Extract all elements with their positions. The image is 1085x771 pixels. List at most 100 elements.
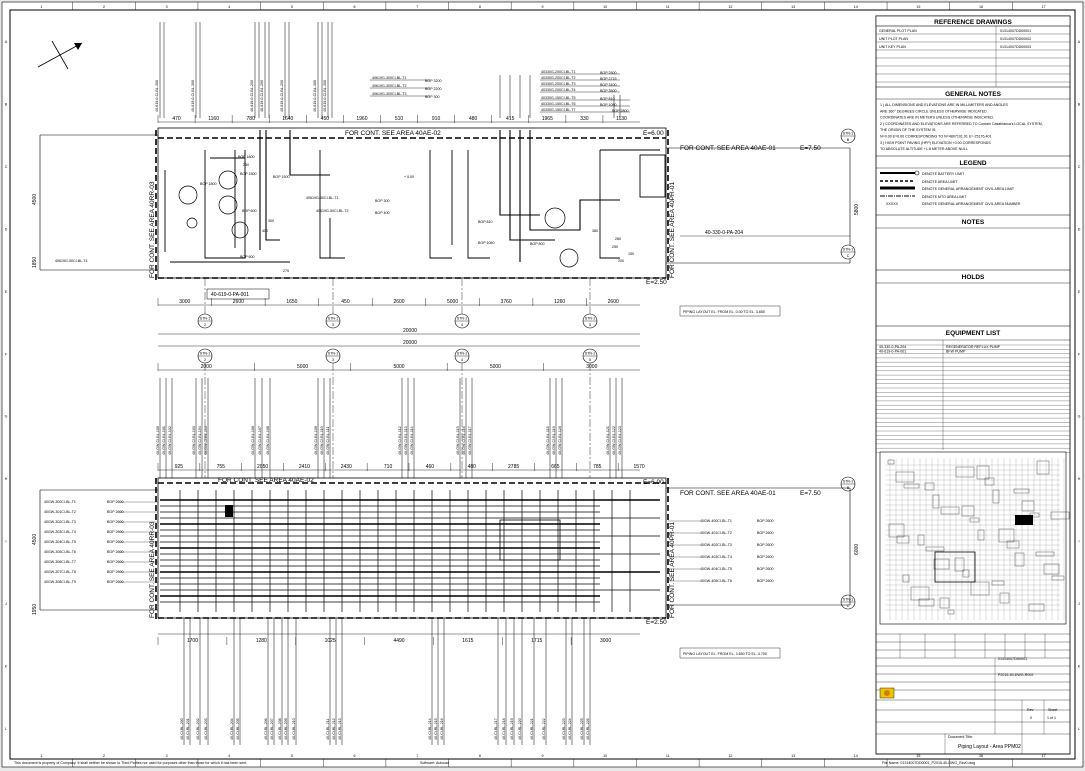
- svg-text:40619G-300CI-BL-T2: 40619G-300CI-BL-T2: [372, 84, 407, 88]
- bop-tag: BOP 400: [375, 211, 390, 215]
- bop-tag: BOP 2600: [757, 567, 774, 571]
- layout-note-bottom: PIPING LAYOUT EL. FROM EL. 3.650 TO EL. …: [683, 652, 767, 656]
- svg-text:5: 5: [589, 323, 591, 327]
- elev-bottom-bottom: E=2.50: [646, 619, 667, 626]
- column-index: 15: [916, 5, 920, 9]
- row-index: E: [5, 290, 8, 294]
- dimension-label: 1615: [462, 638, 473, 644]
- key-plan-thumbnail: [879, 451, 1070, 625]
- svg-text:2: 2: [204, 358, 206, 362]
- column-index: 3: [166, 5, 168, 9]
- line-tag: 40GW-305CI-BL-T6: [44, 550, 76, 554]
- dimension-label: 1700: [187, 638, 198, 644]
- gridline-bubble: STN-15: [582, 313, 598, 329]
- column-index: 10: [603, 5, 607, 9]
- line-tag: 40GW-301CI-BL-T2: [44, 510, 76, 514]
- svg-text:C: C: [847, 604, 850, 608]
- bop-tag: BOP 1500: [240, 172, 257, 176]
- svg-text:40330G-150CI-BL-T7: 40330G-150CI-BL-T7: [541, 108, 576, 112]
- svg-text:4: 4: [461, 323, 463, 327]
- row-index: D: [1078, 227, 1081, 231]
- general-note-line: COORDINATES ARE IN METERS UNLESS OTHERWI…: [880, 116, 994, 120]
- column-index: 8: [479, 5, 481, 9]
- pipe-label: 40-CI-BL-211: [326, 719, 330, 740]
- bop-tag: BOP 300: [375, 199, 390, 203]
- svg-text:STN-1: STN-1: [457, 317, 467, 321]
- svg-text:BOP 1500: BOP 1500: [273, 175, 290, 179]
- bop-tag: BOP 800: [530, 242, 545, 246]
- cont-note-left: FOR CONT. SEE AREA 40AE-02: [345, 130, 441, 137]
- ref-name: UNIT KEY PLAN: [879, 45, 906, 49]
- gridline-bubble: STN-13: [325, 313, 341, 329]
- svg-text:40-619-0-CI-BL-300: 40-619-0-CI-BL-300: [191, 80, 195, 112]
- row-index: L: [1078, 727, 1080, 731]
- legend-item: DENOTE GENERAL ARRANGEMENT CIVIL AREA NU…: [922, 202, 1021, 206]
- pipe-label: 40-CI-BL-215: [434, 718, 438, 740]
- dimension-label: 280: [615, 237, 621, 241]
- doc-title-label: Document Title:: [948, 735, 973, 739]
- bop-tag: BOP 2600: [107, 530, 124, 534]
- line-tag: 40GW-403CI-BL-T4: [700, 555, 732, 559]
- gridline-bubble: STN-1C: [840, 244, 856, 260]
- gridline-bubble: STN-1B: [840, 476, 856, 492]
- bop-tag: BOP 1050: [600, 103, 617, 107]
- dimension-label: 1715: [531, 638, 542, 644]
- dimension-label: 3000: [179, 299, 190, 305]
- dimension-label: 910: [432, 116, 441, 122]
- column-index: 3: [166, 754, 168, 758]
- ref-name: GENERAL PLOT PLAN: [879, 29, 917, 33]
- dimension-label: 2050: [257, 464, 268, 470]
- dimension-label: 460: [426, 464, 435, 470]
- pipe-label: 40-CI-BL-209: [284, 718, 288, 740]
- row-index: I: [6, 540, 7, 544]
- dimension-label: 4500: [32, 194, 38, 205]
- svg-text:40-619-0-CI-BL-200: 40-619-0-CI-BL-200: [250, 80, 254, 112]
- column-index: 7: [416, 754, 418, 758]
- svg-text:B: B: [847, 138, 850, 142]
- svg-text:4: 4: [461, 358, 463, 362]
- pipe-label: 40-GW-CI-BL-121: [606, 426, 610, 455]
- dimension-label: 450: [341, 299, 350, 305]
- bop-tag: BOP 2600: [107, 570, 124, 574]
- pipe-label: 40-GW-CI-BL-113: [404, 426, 408, 455]
- dimension-label: 5000: [490, 364, 501, 370]
- row-index: C: [5, 165, 8, 169]
- svg-text:40330G-150CI-BL-T6: 40330G-150CI-BL-T6: [541, 102, 576, 106]
- bop-tag: BOP 300: [425, 95, 440, 99]
- bop-tag: BOP 2600: [107, 580, 124, 584]
- svg-text:5: 5: [589, 358, 591, 362]
- column-index: 15: [916, 754, 920, 758]
- row-index: A: [1078, 40, 1081, 44]
- row-index: H: [5, 477, 8, 481]
- cont-note-side-right-bottom: FOR CONT. SEE AREA 40PR-01: [669, 522, 676, 618]
- gridline-bubble: STN-12: [197, 348, 213, 364]
- pipe-label: 40-CI-BL-201: [186, 718, 190, 740]
- column-index: 12: [728, 5, 732, 9]
- dimension-label: 510: [395, 116, 404, 122]
- bop-tag: BOP 3500: [600, 89, 617, 93]
- svg-text:40619G-300CI-BL-T3: 40619G-300CI-BL-T3: [372, 92, 407, 96]
- general-note-line: TO ABSOLUTE ALTITUDE +1.8 METER ABOVE NU…: [880, 147, 968, 151]
- dimension-label: 5000: [393, 364, 404, 370]
- dimension-label: 1280: [256, 638, 267, 644]
- equipment-tag: 40-619-0-PA-001: [879, 349, 906, 353]
- svg-text:40619G-50CI-BL-T4: 40619G-50CI-BL-T4: [55, 259, 88, 263]
- general-note-line: 1 ) ALL DIMENSIONS AND ELEVATIONS ARE IN…: [880, 103, 1009, 107]
- svg-text:STN-1: STN-1: [843, 480, 853, 484]
- dimension-label: 1160: [208, 116, 219, 122]
- ref-number: 01314007DD00002: [1000, 37, 1031, 41]
- svg-text:BOP 1050: BOP 1050: [478, 241, 495, 245]
- dimension-label: 3000: [586, 364, 597, 370]
- column-index: 10: [603, 754, 607, 758]
- sheet-label: Sheet: [1048, 708, 1057, 712]
- pipe-label: 40-CI-BL-206: [264, 718, 268, 740]
- bop-tag: BOP 2600: [107, 560, 124, 564]
- ref-number: 01314007DD00003: [1000, 45, 1031, 49]
- svg-text:STN-1: STN-1: [328, 317, 338, 321]
- gridline-bubble: STN-13: [325, 348, 341, 364]
- svg-text:STN-1: STN-1: [328, 352, 338, 356]
- pipe-label: 40-GW-CI-BL-100: [156, 426, 160, 455]
